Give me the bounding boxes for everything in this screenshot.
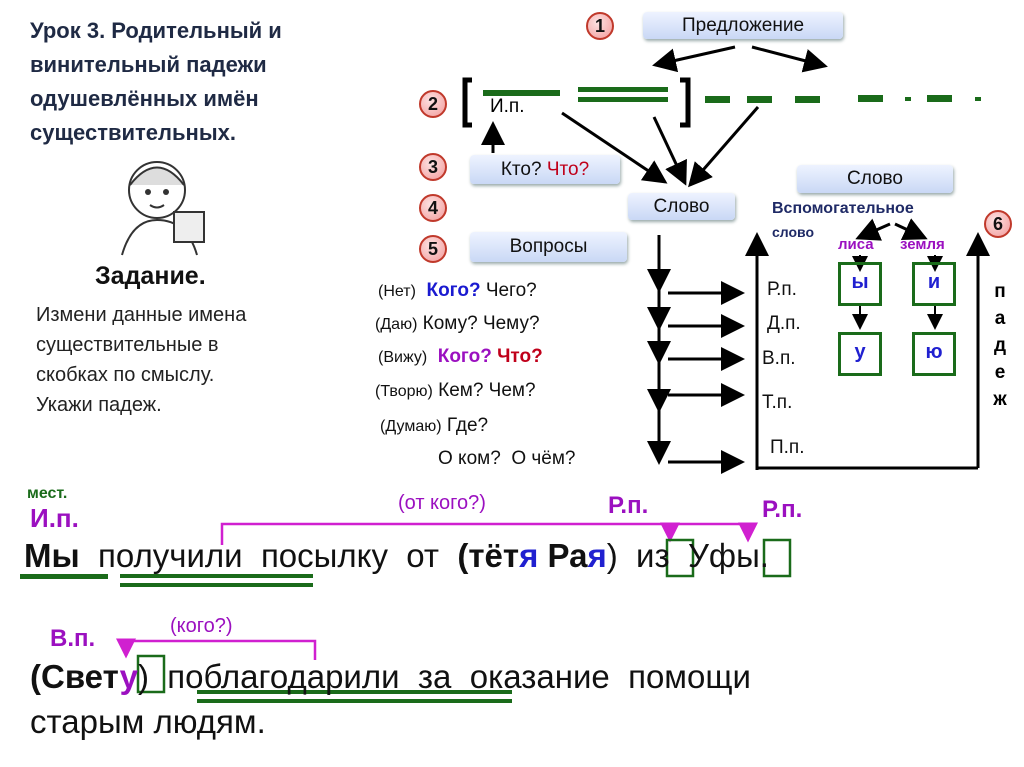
auxiliary-word-label-2: слово — [772, 224, 815, 240]
case-label: Д.п. — [767, 313, 801, 334]
step-3-badge: 3 — [419, 153, 447, 181]
example-word-fox: лиса — [838, 236, 874, 253]
aux-word: (Вижу) — [378, 349, 428, 366]
word: (Свет — [30, 658, 120, 695]
case-label: Т.п. — [762, 392, 793, 413]
example-word-earth: земля — [900, 236, 945, 253]
auxiliary-word-label: Вспомогательное — [772, 200, 914, 217]
title-line: существительных. — [30, 120, 236, 145]
word: поблагодарили — [167, 658, 400, 695]
aux-word: (Нет) — [378, 283, 416, 300]
question-row: (Даю) Кому? Чему? — [375, 313, 540, 335]
accusative-label: В.п. — [50, 625, 96, 652]
boy-illustration — [121, 161, 205, 256]
question-row: (Нет) Кого? Чего? — [378, 280, 537, 302]
genitive-label-1: Р.п. — [608, 492, 649, 519]
word: из — [636, 537, 670, 574]
question-from-whom: (от кого?) — [398, 492, 486, 514]
word-box-2: Слово — [797, 165, 953, 193]
example-sentence-1: Мы получили посылку от (тётя Рая) из Уфы… — [24, 537, 769, 575]
paren: ) — [606, 537, 618, 574]
question-row: (Думаю) Где? — [380, 415, 488, 437]
ending-box: ы — [838, 262, 882, 306]
q1: Кого? — [437, 346, 492, 367]
q2: Что? — [497, 346, 543, 367]
q2: Чему? — [482, 313, 540, 334]
q1: Кому? — [422, 313, 478, 334]
task-line: Укажи падеж. — [36, 394, 162, 416]
letter: д — [993, 335, 1007, 356]
word: получили — [98, 537, 243, 574]
step-2-badge: 2 — [419, 90, 447, 118]
question-row: О ком? О чём? — [438, 448, 576, 470]
q1: Кого? — [426, 280, 481, 301]
task-line: скобках по смыслу. — [36, 364, 215, 386]
q1: Где? — [446, 415, 489, 436]
ending-box: у — [838, 332, 882, 376]
word: от — [406, 537, 440, 574]
word: Уфы. — [687, 537, 769, 574]
task-text: Измени данные имена существительные в ск… — [36, 300, 246, 420]
word-box: Слово — [628, 193, 735, 220]
title-line: винительный падежи — [30, 52, 267, 77]
letter: а — [994, 308, 1006, 329]
aux-word: (Думаю) — [380, 418, 442, 435]
word: Ра — [547, 537, 588, 574]
word: посылку — [260, 537, 388, 574]
aux-word: (Творю) — [375, 383, 433, 400]
case-label: В.п. — [762, 348, 796, 369]
task-line: существительные в — [36, 334, 219, 356]
letter: е — [994, 362, 1006, 383]
step-4-badge: 4 — [419, 194, 447, 222]
ending-box: ю — [912, 332, 956, 376]
sentence-box: Предложение — [643, 12, 843, 39]
example-sentence-2-line-2: старым людям. — [30, 703, 266, 740]
ending-box: и — [912, 262, 956, 306]
case-label: Р.п. — [767, 279, 797, 300]
ending: у — [119, 658, 138, 695]
q2: О чём? — [511, 448, 576, 469]
ending: я — [587, 537, 607, 574]
question-whom: (кого?) — [170, 615, 233, 637]
title-line: Урок 3. Родительный и — [30, 18, 282, 43]
question-row: (Вижу) Кого? Что? — [378, 346, 543, 368]
q2: Чем? — [488, 380, 536, 401]
word: Мы — [24, 537, 80, 574]
task-heading: Задание. — [95, 262, 206, 290]
q2: Чего? — [485, 280, 537, 301]
who-what-box: Кто? Что? — [470, 155, 620, 184]
pronoun-label: мест. — [27, 485, 68, 502]
ending: я — [519, 537, 539, 574]
nominative-label: И.п. — [30, 503, 79, 533]
questions-box: Вопросы — [470, 232, 627, 262]
case-label: П.п. — [770, 437, 805, 458]
aux-word: (Даю) — [375, 316, 418, 333]
q1: Кем? — [438, 380, 484, 401]
letter: ж — [993, 389, 1007, 410]
letter: п — [994, 281, 1006, 302]
word: помощи — [628, 658, 751, 695]
who-question: Кто? — [500, 159, 542, 180]
lesson-title: Урок 3. Родительный и винительный падежи… — [30, 14, 282, 150]
paren: ) — [137, 658, 149, 695]
step-1-badge: 1 — [586, 12, 614, 40]
step-6-badge: 6 — [984, 210, 1012, 238]
word: за — [417, 658, 452, 695]
question-row: (Творю) Кем? Чем? — [375, 380, 536, 402]
word: оказание — [469, 658, 610, 695]
step-5-badge: 5 — [419, 235, 447, 263]
title-line: одушевлённых имён — [30, 86, 259, 111]
what-question: Что? — [546, 159, 590, 180]
example-sentence-2: (Свету) поблагодарили за оказание помощи — [30, 658, 751, 696]
genitive-label-2: Р.п. — [762, 496, 803, 523]
subject-case-label: И.п. — [490, 96, 525, 117]
q1: О ком? — [438, 448, 501, 469]
task-line: Измени данные имена — [36, 304, 247, 326]
word: (тёт — [457, 537, 520, 574]
